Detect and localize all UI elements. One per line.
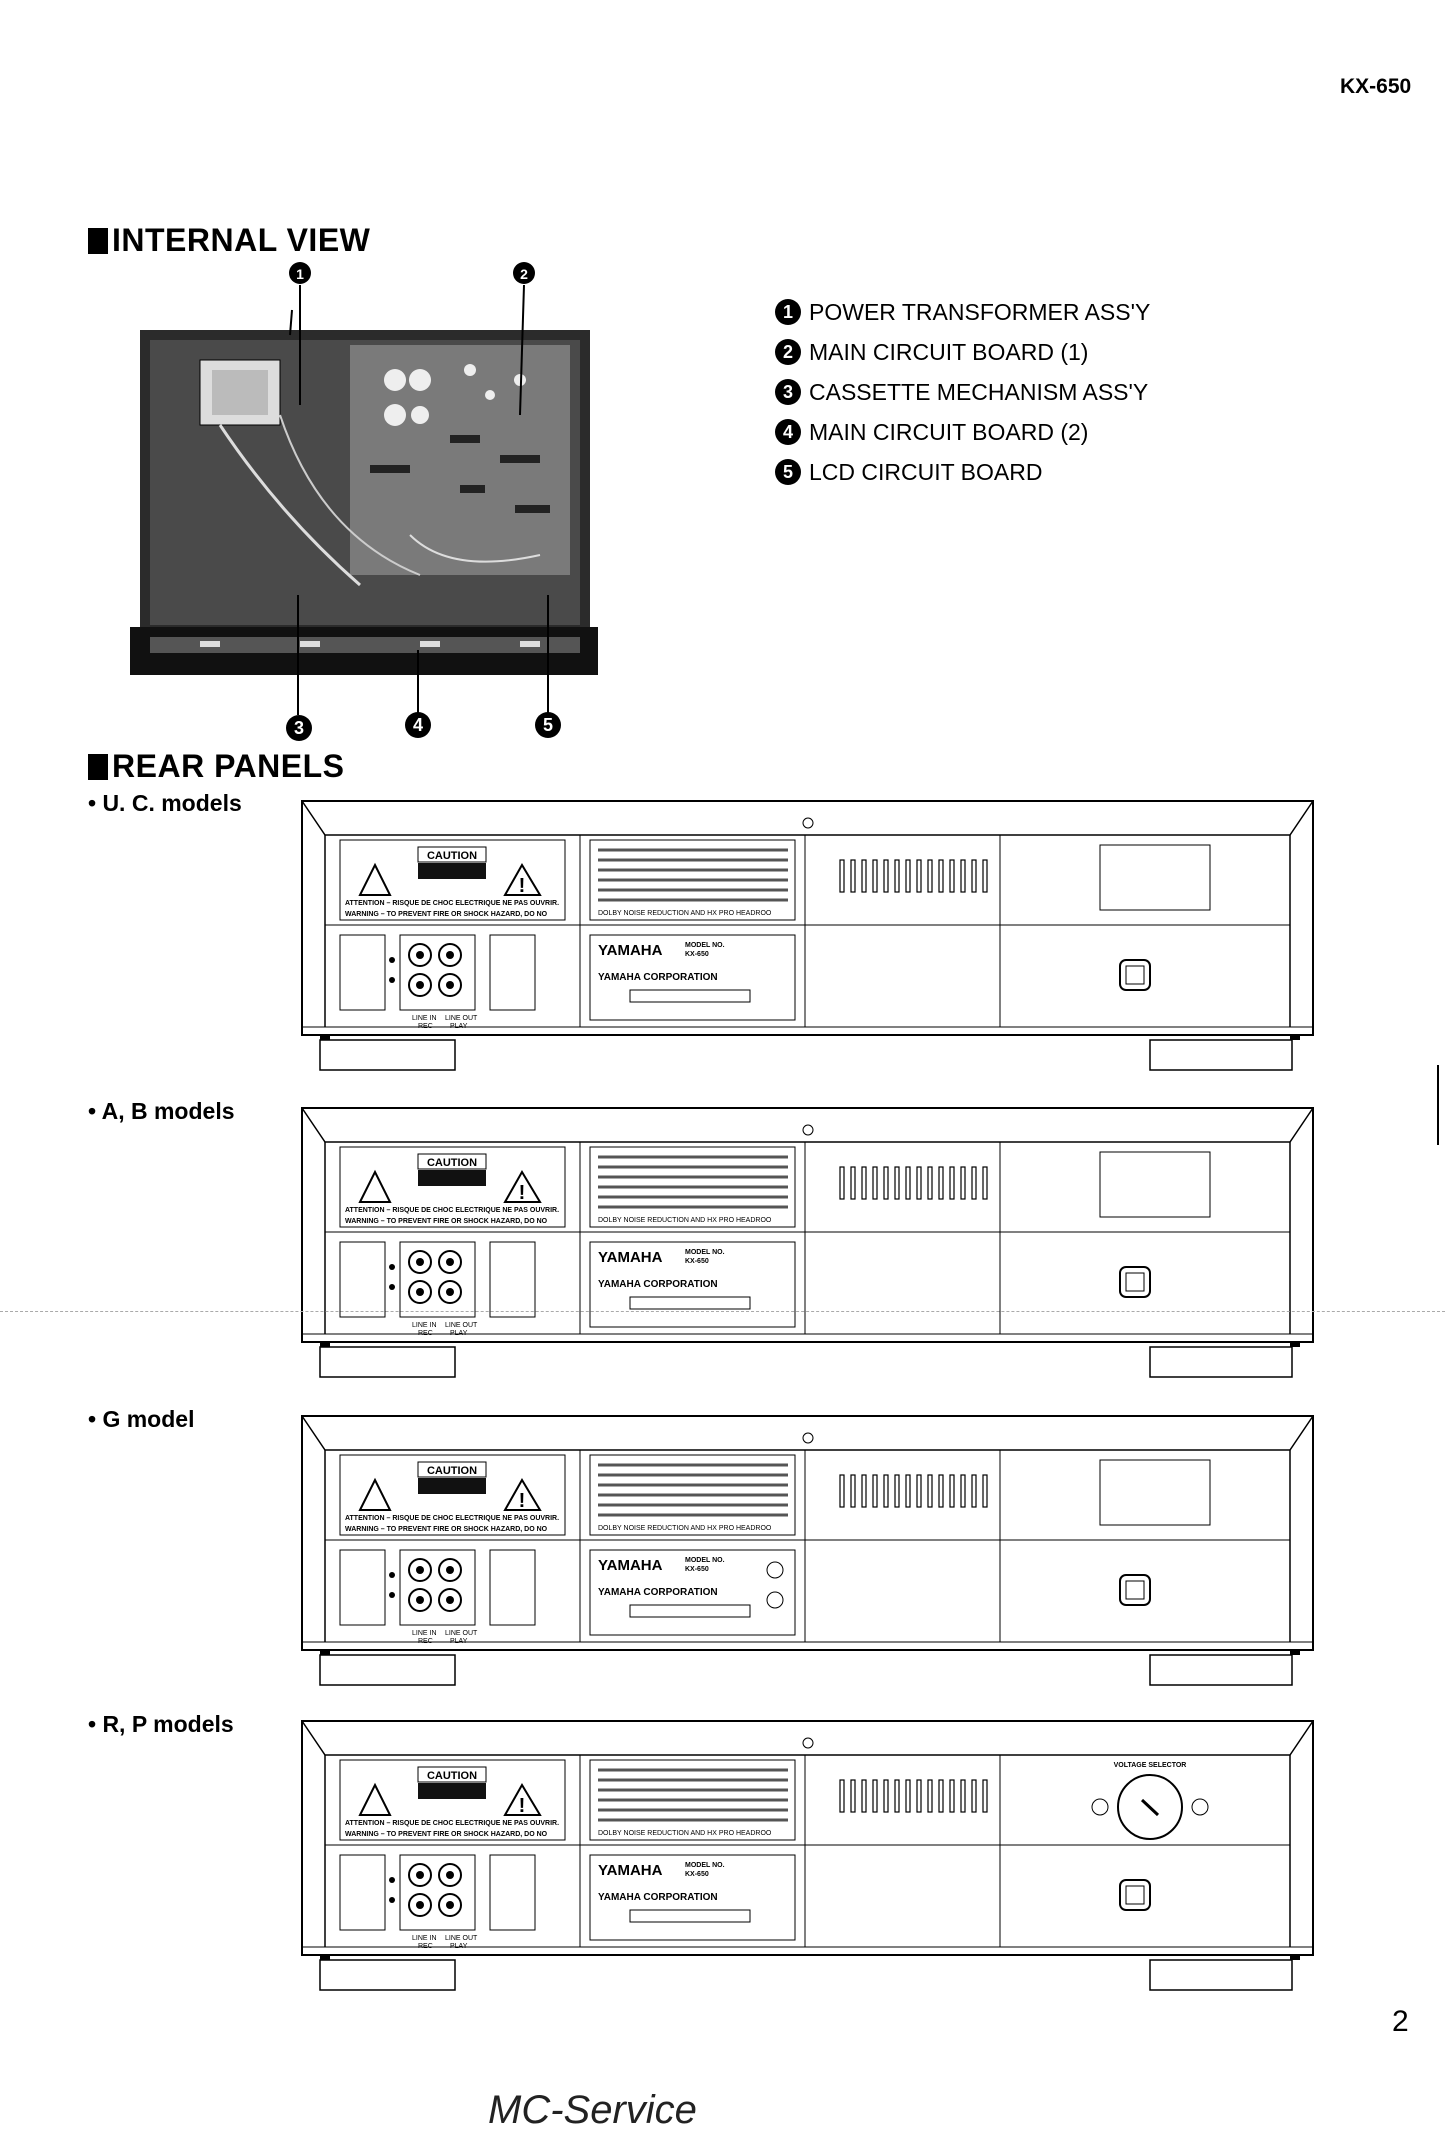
caution-label: CAUTION: [427, 1157, 477, 1169]
rear-panel-drawing: ! CAUTION ATTENTION – RISQUE DE CHOC ELECT…: [301, 1415, 1314, 1686]
corp-name: YAMAHA CORPORATION: [598, 1279, 718, 1290]
fold-line: [0, 1311, 1445, 1312]
callout-2-number: 2: [520, 266, 528, 282]
brand-logo: YAMAHA: [598, 1862, 663, 1879]
legend-item: 3 CASSETTE MECHANISM ASS'Y: [775, 372, 1150, 412]
model-no-value: KX-650: [685, 1566, 709, 1573]
jack-play-label: PLAY: [450, 1023, 468, 1030]
margin-mark: [1437, 1065, 1439, 1145]
legend-item: 4 MAIN CIRCUIT BOARD (2): [775, 412, 1150, 452]
svg-text:!: !: [519, 1490, 526, 1512]
dolby-text: DOLBY NOISE REDUCTION AND HX PRO HEADROO: [598, 1217, 772, 1224]
jack-in-label: LINE IN: [412, 1015, 437, 1022]
jack-rec-label: REC: [418, 1330, 433, 1337]
warning-text: WARNING – TO PREVENT FIRE OR SHOCK HAZAR…: [345, 1218, 548, 1225]
model-no-label: MODEL NO.: [685, 1249, 725, 1256]
internal-view-photo: 1 2: [130, 262, 598, 715]
legend-label: POWER TRANSFORMER ASS'Y: [809, 299, 1151, 325]
rear-panel-drawing: ! CAUTION ATTENTION – RISQUE DE CHOC ELECT…: [301, 800, 1314, 1071]
dolby-text: DOLBY NOISE REDUCTION AND HX PRO HEADROO: [598, 1525, 772, 1532]
corp-name: YAMAHA CORPORATION: [598, 1587, 718, 1598]
rear-panels-heading-text: REAR PANELS: [112, 748, 345, 784]
heading-bullet-square: [88, 754, 108, 780]
callout-5-marker: 5: [535, 712, 561, 738]
dolby-text: DOLBY NOISE REDUCTION AND HX PRO HEADROO: [598, 910, 772, 917]
model-no-value: KX-650: [685, 951, 709, 958]
internal-view-heading: INTERNAL VIEW: [88, 222, 370, 259]
corp-name: YAMAHA CORPORATION: [598, 1892, 718, 1903]
legend-label: MAIN CIRCUIT BOARD (1): [809, 339, 1089, 365]
jack-in-label: LINE IN: [412, 1630, 437, 1637]
attention-text: ATTENTION – RISQUE DE CHOC ELECTRIQUE NE…: [345, 900, 559, 907]
model-label-uc: • U. C. models: [88, 790, 242, 816]
rear-panels-heading: REAR PANELS: [88, 748, 344, 785]
jack-in-label: LINE IN: [412, 1322, 437, 1329]
watermark-text: MC-Service: [488, 2088, 697, 2132]
caution-label: CAUTION: [427, 1465, 477, 1477]
jack-rec-label: REC: [418, 1943, 433, 1950]
jack-play-label: PLAY: [450, 1330, 468, 1337]
callout-1-marker: 1: [289, 262, 311, 284]
page-number: 2: [1392, 2005, 1409, 2038]
internal-view-heading-text: INTERNAL VIEW: [112, 222, 371, 258]
model-no-value: KX-650: [685, 1871, 709, 1878]
jack-in-label: LINE IN: [412, 1935, 437, 1942]
corp-name: YAMAHA CORPORATION: [598, 972, 718, 983]
caution-label: CAUTION: [427, 850, 477, 862]
legend-number-badge: 1: [775, 299, 801, 325]
legend-label: CASSETTE MECHANISM ASS'Y: [809, 379, 1149, 405]
model-label-g: • G model: [88, 1406, 195, 1432]
jack-out-label: LINE OUT: [445, 1630, 478, 1637]
jack-play-label: PLAY: [450, 1638, 468, 1645]
attention-text: ATTENTION – RISQUE DE CHOC ELECTRIQUE NE…: [345, 1515, 559, 1522]
attention-text: ATTENTION – RISQUE DE CHOC ELECTRIQUE NE…: [345, 1207, 559, 1214]
model-no-label: MODEL NO.: [685, 1557, 725, 1564]
heading-bullet-square: [88, 228, 108, 254]
svg-text:!: !: [519, 1182, 526, 1204]
model-label-ab: • A, B models: [88, 1098, 235, 1124]
jack-rec-label: REC: [418, 1638, 433, 1645]
warning-text: WARNING – TO PREVENT FIRE OR SHOCK HAZAR…: [345, 1526, 548, 1533]
caution-label: CAUTION: [427, 1770, 477, 1782]
attention-text: ATTENTION – RISQUE DE CHOC ELECTRIQUE NE…: [345, 1820, 559, 1827]
legend-label: MAIN CIRCUIT BOARD (2): [809, 419, 1089, 445]
legend-number-badge: 5: [775, 459, 801, 485]
jack-out-label: LINE OUT: [445, 1015, 478, 1022]
model-no-label: MODEL NO.: [685, 1862, 725, 1869]
callout-4-marker: 4: [405, 712, 431, 738]
callout-1-number: 1: [296, 266, 304, 282]
legend-item: 1 POWER TRANSFORMER ASS'Y: [775, 292, 1150, 332]
jack-play-label: PLAY: [450, 1943, 468, 1950]
callout-2-marker: 2: [513, 262, 535, 284]
document-model-code: KX-650: [1340, 75, 1412, 98]
legend-number-badge: 4: [775, 419, 801, 445]
rear-panel-drawing: ! CAUTION ATTENTION – RISQUE DE CHOC ELECT…: [301, 1107, 1314, 1378]
svg-text:!: !: [519, 1795, 526, 1817]
brand-logo: YAMAHA: [598, 942, 663, 959]
legend-item: 2 MAIN CIRCUIT BOARD (1): [775, 332, 1150, 372]
model-no-value: KX-650: [685, 1258, 709, 1265]
dolby-text: DOLBY NOISE REDUCTION AND HX PRO HEADROO: [598, 1830, 772, 1837]
jack-out-label: LINE OUT: [445, 1935, 478, 1942]
warning-text: WARNING – TO PREVENT FIRE OR SHOCK HAZAR…: [345, 1831, 548, 1838]
legend-number-badge: 3: [775, 379, 801, 405]
voltage-selector-label: VOLTAGE SELECTOR: [1114, 1762, 1187, 1769]
model-no-label: MODEL NO.: [685, 942, 725, 949]
brand-logo: YAMAHA: [598, 1249, 663, 1266]
callout-3-marker: 3: [286, 715, 312, 741]
warning-text: WARNING – TO PREVENT FIRE OR SHOCK HAZAR…: [345, 911, 548, 918]
jack-out-label: LINE OUT: [445, 1322, 478, 1329]
model-label-rp: • R, P models: [88, 1711, 234, 1737]
jack-rec-label: REC: [418, 1023, 433, 1030]
legend-item: 5 LCD CIRCUIT BOARD: [775, 452, 1150, 492]
legend-label: LCD CIRCUIT BOARD: [809, 459, 1043, 485]
legend-number-badge: 2: [775, 339, 801, 365]
svg-text:!: !: [519, 875, 526, 897]
brand-logo: YAMAHA: [598, 1557, 663, 1574]
rear-panel-drawing: ! CAUTION ATTENTION – RISQUE DE CHOC ELECT…: [301, 1720, 1314, 1991]
